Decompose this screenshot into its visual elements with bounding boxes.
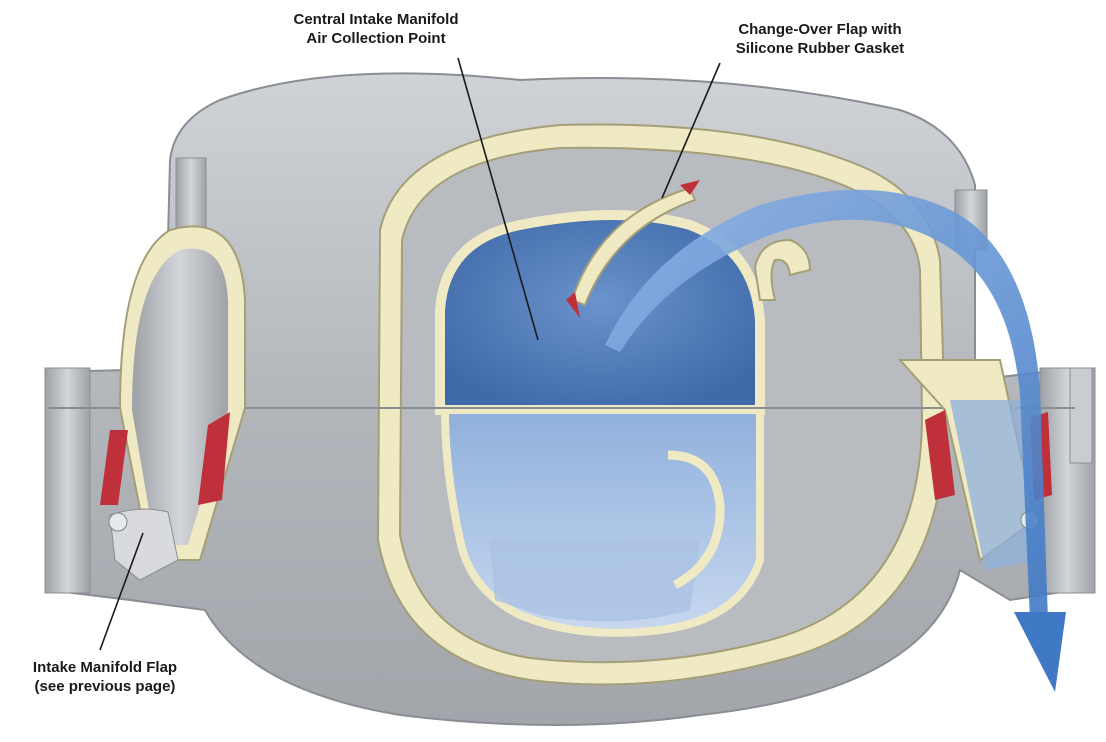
callout-flap-line2: (see previous page) [0,677,210,696]
callout-central-intake: Central Intake Manifold Air Collection P… [256,10,496,48]
callout-flap-line1: Intake Manifold Flap [0,658,210,677]
callout-central-line2: Air Collection Point [256,29,496,48]
callout-intake-manifold-flap: Intake Manifold Flap (see previous page) [0,658,210,696]
callout-changeover-line1: Change-Over Flap with [690,20,950,39]
callout-changeover-line2: Silicone Rubber Gasket [690,39,950,58]
callout-change-over-flap: Change-Over Flap with Silicone Rubber Ga… [690,20,950,58]
central-air-chamber [440,215,760,633]
callout-central-line1: Central Intake Manifold [256,10,496,29]
